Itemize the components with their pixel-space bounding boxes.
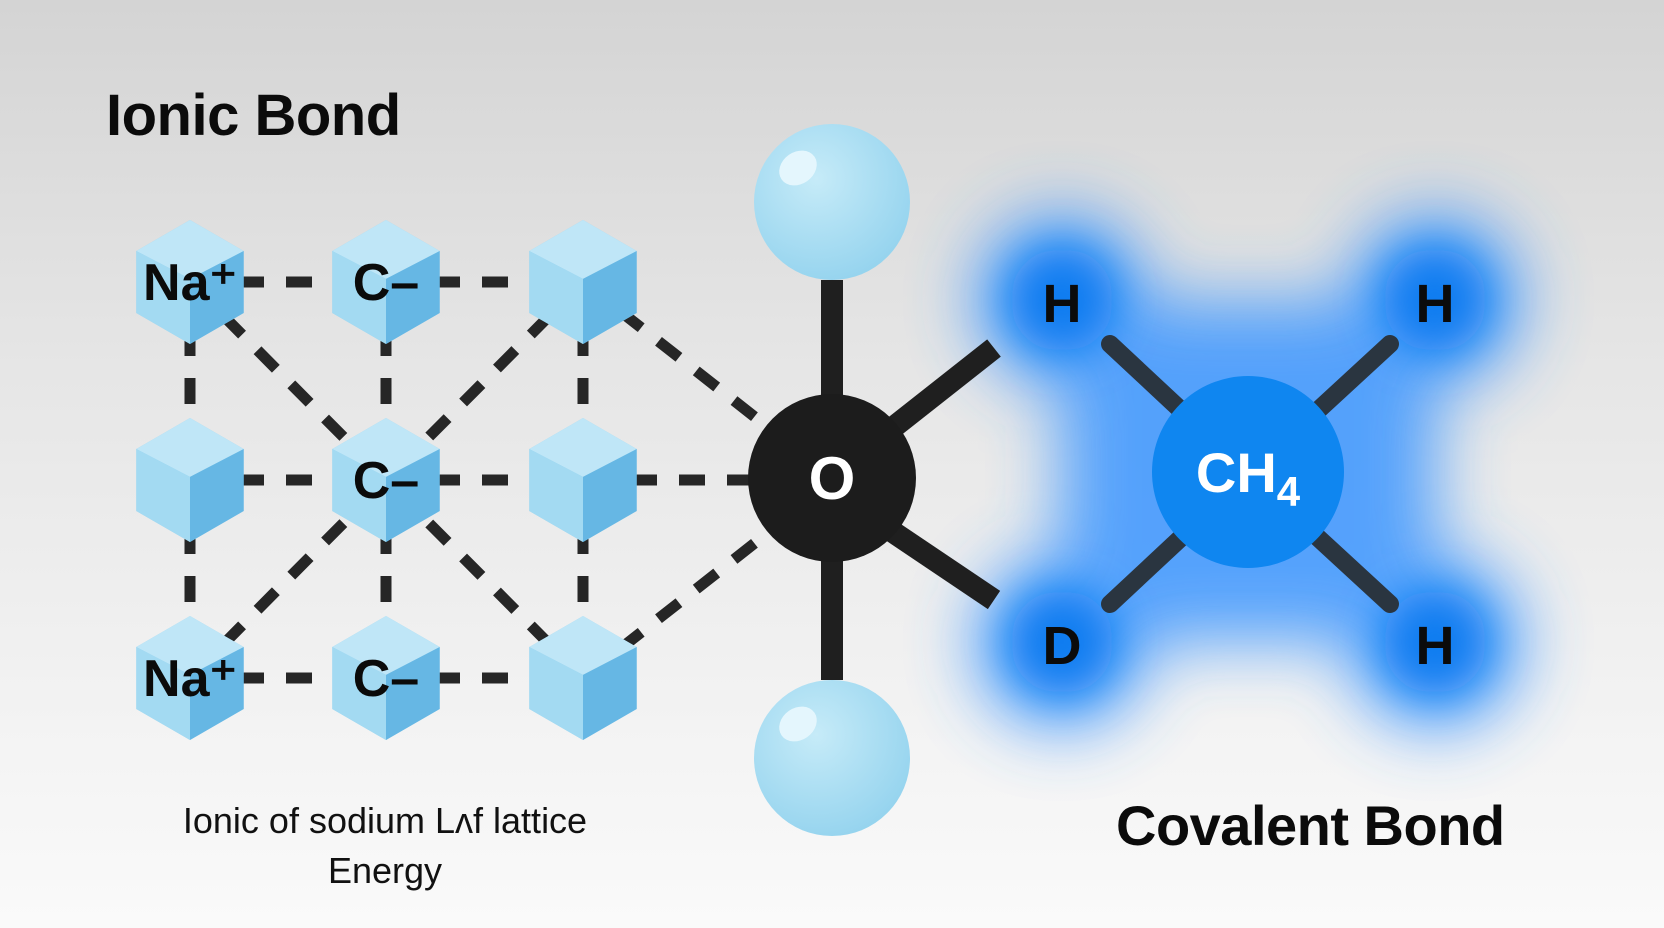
lattice-ion-r1-c1: Na⁺ [136, 220, 244, 344]
covalent-core-glow [1010, 248, 1487, 694]
methane-formula: CH4 [1196, 441, 1301, 515]
methane-bonds [1101, 335, 1399, 613]
sphere-bottom [754, 680, 910, 836]
lattice-ion-label: C– [353, 254, 419, 312]
sphere-top [754, 124, 910, 280]
lattice-ion-label: C– [353, 650, 419, 708]
caption-line-2: Energy [327, 850, 443, 891]
methane-center: CH4 [1152, 376, 1344, 568]
oxygen-bonds [821, 280, 1001, 680]
lattice-ion-r3-c2: C– [332, 616, 440, 740]
ch-bond-top-left [1101, 335, 1194, 423]
lattice-ion-r3-c1: Na⁺ [136, 616, 244, 740]
atom-h-top-left: H [1043, 274, 1082, 334]
oxygen-label: O [809, 445, 856, 512]
o-bond-upper-right [883, 339, 1001, 439]
lattice-ion-r2-c1 [136, 418, 244, 542]
lattice-ion-label: C– [353, 452, 419, 510]
caption-line-1: Ionic of sodium Lʌf lattice [182, 800, 588, 841]
methane-formula-main: CH [1196, 441, 1277, 504]
lattice-ion-r2-c3 [529, 418, 637, 542]
methane-formula-subscript: 4 [1277, 468, 1301, 515]
lattice-ion-r1-c3 [529, 220, 637, 344]
ch-bond-bottom-right [1305, 525, 1399, 613]
lattice-ion-r1-c2: C– [332, 220, 440, 344]
atom-h-top-right: H [1416, 274, 1455, 334]
oxygen-atom: O [748, 394, 916, 562]
ionic-caption: Ionic of sodium Lʌf lattice Energy [120, 796, 650, 896]
ionic-bond-title: Ionic Bond [106, 83, 401, 148]
lattice-bonds [184, 276, 834, 684]
lattice-ion-r2-c2: C– [332, 418, 440, 542]
lattice-nodes: Na⁺ C– C– Na⁺ C– [136, 220, 637, 740]
atom-h-bottom-right: H [1416, 616, 1455, 676]
o-bond-lower-right [883, 520, 1001, 610]
lattice-ion-label: Na⁺ [143, 650, 237, 708]
lattice-ion-label: Na⁺ [143, 254, 237, 312]
ch-bond-top-right [1305, 335, 1399, 423]
covalent-bond-title: Covalent Bond [1116, 794, 1505, 857]
ch-bond-bottom-left [1101, 525, 1194, 613]
atom-d-bottom-left: D [1043, 616, 1082, 676]
lattice-ion-r3-c3 [529, 616, 637, 740]
